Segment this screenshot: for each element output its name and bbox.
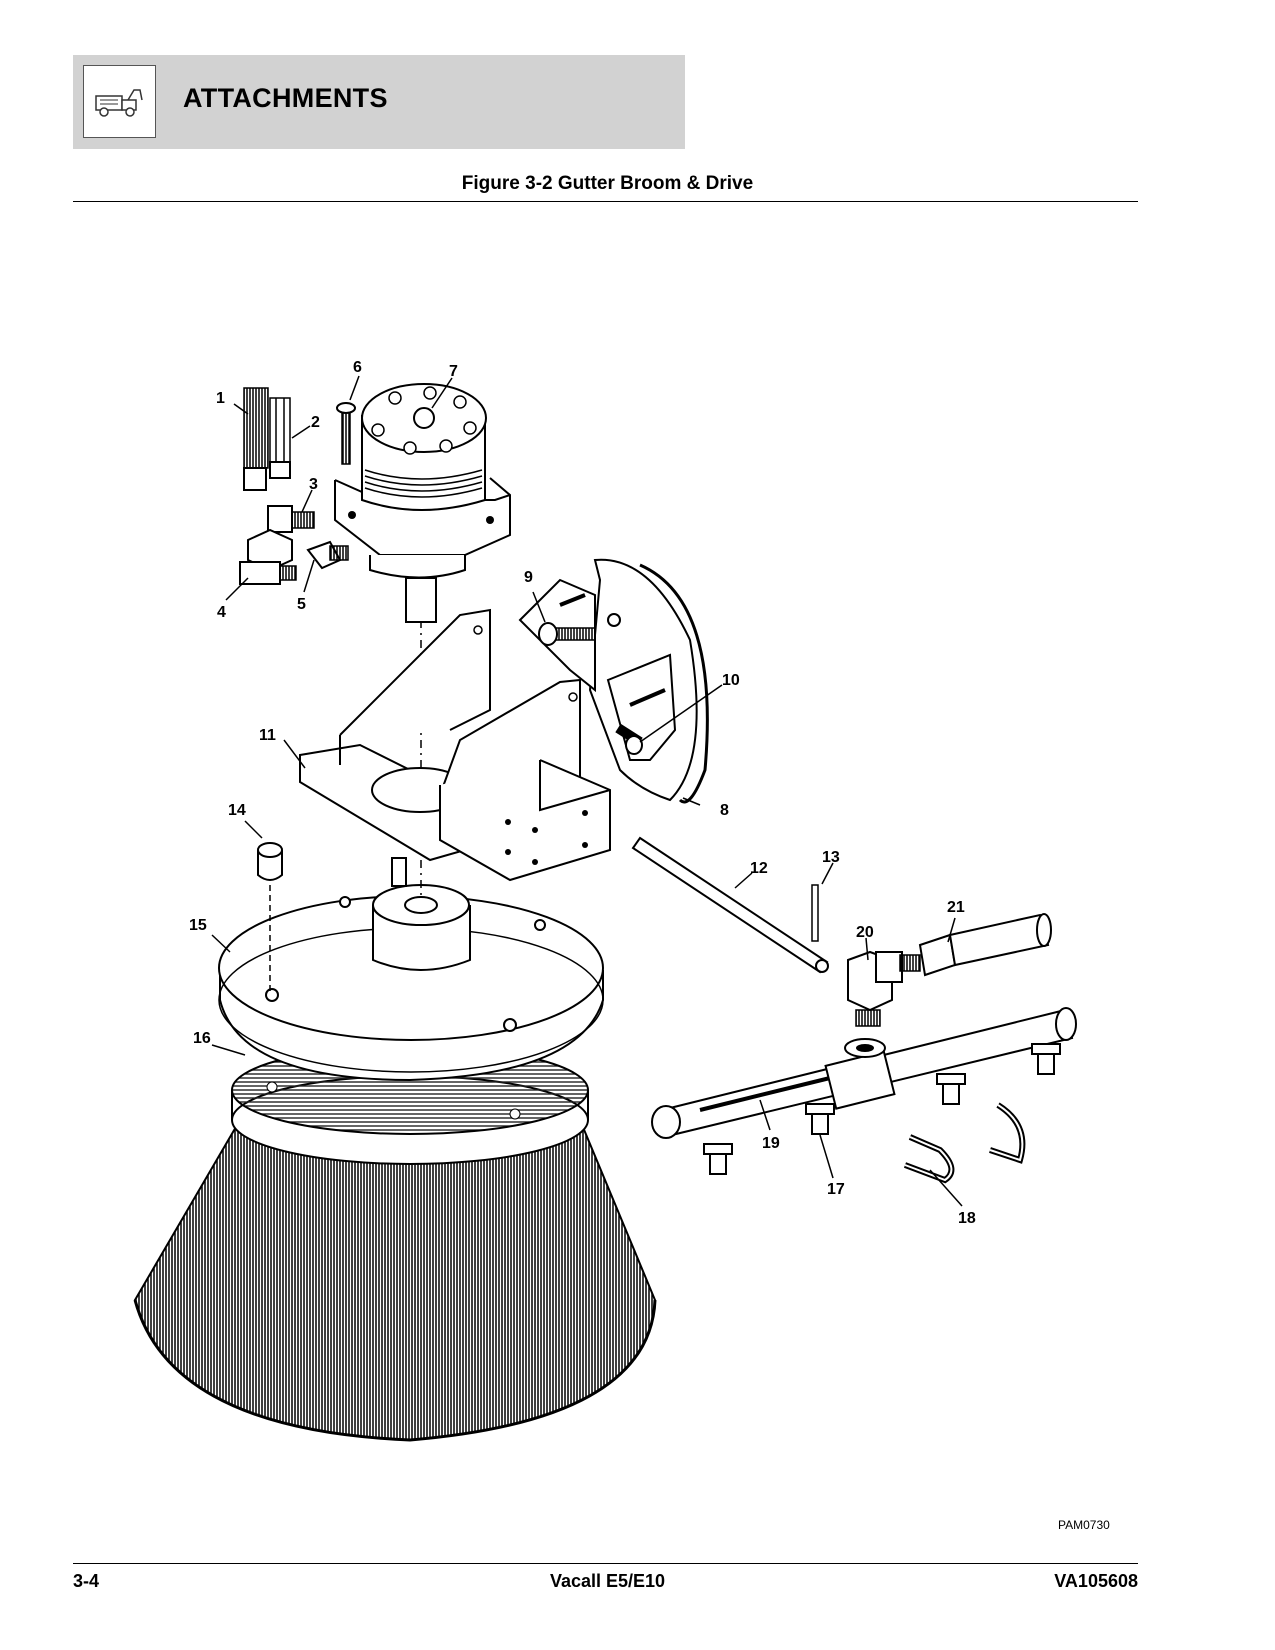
figure-part-code: PAM0730 [1058, 1518, 1110, 1532]
drive-key [391, 857, 407, 887]
callout-19: 19 [762, 1135, 780, 1152]
callout-17: 17 [827, 1181, 845, 1198]
callout-4: 4 [217, 604, 226, 621]
callout-18: 18 [958, 1210, 976, 1227]
hydraulic-hoses [243, 387, 291, 491]
callout-14: 14 [228, 802, 246, 819]
callout-12: 12 [750, 860, 768, 877]
spray-nozzles [703, 1043, 1061, 1175]
callout-numbers: 1 2 3 4 5 6 7 8 9 10 11 12 13 14 15 16 1… [189, 359, 976, 1227]
header-divider [73, 201, 1138, 202]
callout-5: 5 [297, 596, 306, 613]
callout-6: 6 [353, 359, 362, 376]
callout-15: 15 [189, 917, 207, 934]
callout-1: 1 [216, 390, 225, 407]
mounting-plate [218, 884, 604, 1082]
bolt-6 [336, 402, 356, 465]
spray-bar [651, 1007, 1077, 1139]
adjustment-rod [631, 836, 829, 974]
callout-21: 21 [947, 899, 965, 916]
hose-fittings [239, 505, 349, 585]
leader-lines [211, 375, 963, 1207]
water-hose [899, 913, 1052, 977]
section-header-band: ATTACHMENTS [73, 55, 685, 149]
motor-bracket [299, 608, 611, 882]
callout-9: 9 [524, 569, 533, 586]
street-sweeper-truck-icon [83, 65, 156, 138]
callout-20: 20 [856, 924, 874, 941]
callout-13: 13 [822, 849, 840, 866]
callout-16: 16 [193, 1030, 211, 1047]
callout-2: 2 [311, 414, 320, 431]
u-bolts [903, 1102, 1026, 1184]
callout-8: 8 [720, 802, 729, 819]
callout-11: 11 [259, 727, 276, 744]
broom-bristles [133, 1119, 657, 1442]
callout-10: 10 [722, 672, 740, 689]
hydraulic-motor [334, 383, 511, 623]
bolt-9 [538, 622, 596, 646]
elbow-fitting [847, 950, 903, 1027]
section-title: ATTACHMENTS [183, 83, 388, 113]
page-number: 3-4 [73, 1571, 100, 1591]
model-name: Vacall E5/E10 [549, 1571, 666, 1591]
footer-divider [73, 1563, 1138, 1564]
hex-nut [257, 842, 283, 995]
document-number: VA105608 [1054, 1571, 1138, 1591]
callout-3: 3 [309, 476, 318, 493]
bolt-10 [615, 723, 643, 755]
pin [811, 884, 819, 942]
callout-7: 7 [449, 363, 458, 380]
figure-title: Figure 3-2 Gutter Broom & Drive [461, 173, 754, 194]
